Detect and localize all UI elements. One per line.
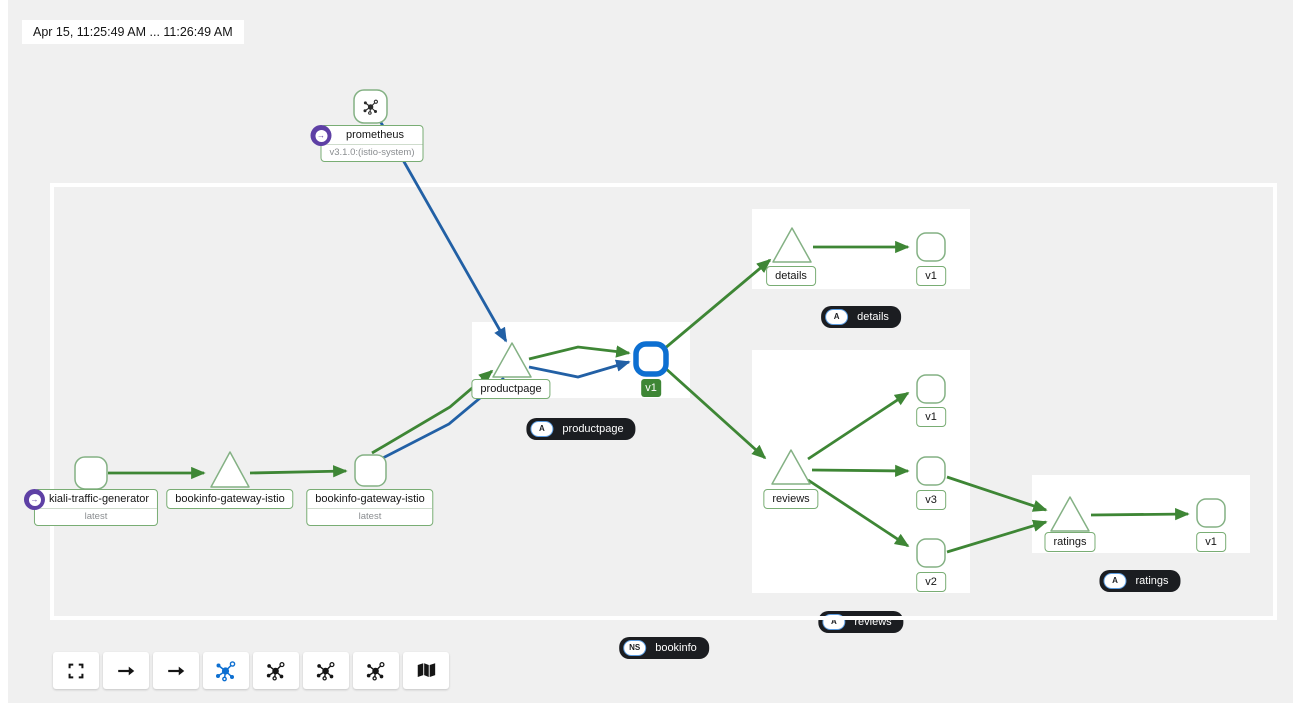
namespace-badge-bookinfo[interactable]: NS bookinfo [619, 637, 709, 659]
node-reviews-service-triangle[interactable] [771, 449, 811, 485]
edge-reviews-service-to-v2[interactable] [807, 478, 910, 548]
label-gateway-service[interactable]: bookinfo-gateway-istio [166, 489, 294, 509]
root-badge-icon: → [310, 125, 332, 146]
label-ratings-service[interactable]: ratings [1044, 532, 1096, 552]
topology-icon [265, 660, 287, 682]
app-badge-reviews[interactable]: A reviews [818, 611, 904, 633]
expand-icon [65, 660, 87, 682]
edge-gateway-service-to-workload[interactable] [249, 465, 348, 478]
layout-option-1-button-active[interactable] [203, 652, 249, 689]
app-badge-ratings[interactable]: A ratings [1099, 570, 1181, 592]
label-details-service[interactable]: details [766, 266, 816, 286]
layout-option-2-button[interactable] [253, 652, 299, 689]
edge-ratings-service-to-v1[interactable] [1090, 507, 1190, 521]
label-gateway-workload[interactable]: bookinfo-gateway-istio latest [306, 489, 434, 526]
edge-reviews-v3-to-ratings-service[interactable] [946, 475, 1048, 512]
node-productpage-v1-workload-selected[interactable] [633, 341, 669, 377]
namespace-box-bottom-border [52, 616, 1275, 620]
label-details-v1[interactable]: v1 [916, 266, 946, 286]
edge-productpage-v1-to-reviews-service[interactable] [663, 365, 767, 460]
edge-productpage-v1-to-details-service[interactable] [663, 258, 772, 351]
edge-productpage-service-to-v1-http[interactable] [528, 345, 631, 361]
map-icon [415, 660, 437, 682]
node-details-v1-workload[interactable] [916, 232, 946, 262]
root-badge-icon: → [23, 489, 45, 510]
node-ratings-service-triangle[interactable] [1050, 496, 1090, 532]
topology-icon [315, 660, 337, 682]
edge-reviews-v2-to-ratings-service[interactable] [946, 519, 1048, 554]
app-badge-details[interactable]: A details [821, 306, 901, 328]
edge-reviews-service-to-v1[interactable] [807, 391, 910, 461]
app-badge-abbr: A [825, 309, 849, 325]
node-traffic-generator-workload[interactable] [74, 456, 108, 490]
app-badge-abbr: A [1103, 573, 1127, 589]
layout-option-4-button[interactable] [353, 652, 399, 689]
traffic-graph [50, 89, 1277, 620]
node-details-service-triangle[interactable] [772, 227, 812, 263]
graph-toolbar [53, 652, 449, 689]
app-badge-productpage[interactable]: A productpage [526, 418, 636, 440]
app-badge-abbr: A [530, 421, 554, 437]
namespace-badge-abbr: NS [623, 640, 647, 656]
label-reviews-v3[interactable]: v3 [916, 490, 946, 510]
time-range-label: Apr 15, 11:25:49 AM ... 11:26:49 AM [22, 20, 244, 44]
label-reviews-v2[interactable]: v2 [916, 572, 946, 592]
arrow-right-icon [115, 660, 137, 682]
arrow-option-2-button[interactable] [153, 652, 199, 689]
minimap-toggle-button[interactable] [403, 652, 449, 689]
label-productpage-v1-selected[interactable]: v1 [641, 379, 661, 397]
label-ratings-v1[interactable]: v1 [1196, 532, 1226, 552]
label-reviews-v1[interactable]: v1 [916, 407, 946, 427]
topology-icon [214, 659, 238, 683]
node-productpage-service-triangle[interactable] [492, 342, 532, 378]
arrow-option-1-button[interactable] [103, 652, 149, 689]
edge-reviews-service-to-v3[interactable] [811, 464, 910, 478]
label-traffic-generator[interactable]: → kiali-traffic-generator latest [23, 489, 159, 526]
node-reviews-v2-workload[interactable] [916, 538, 946, 568]
node-reviews-v1-workload[interactable] [916, 374, 946, 404]
node-gateway-workload[interactable] [354, 454, 387, 487]
arrow-right-icon [165, 660, 187, 682]
label-reviews-service[interactable]: reviews [763, 489, 819, 509]
label-productpage-service[interactable]: productpage [471, 379, 551, 399]
topology-icon [365, 660, 387, 682]
layout-option-3-button[interactable] [303, 652, 349, 689]
node-gateway-service-triangle[interactable] [210, 451, 250, 488]
fit-to-screen-button[interactable] [53, 652, 99, 689]
label-prometheus[interactable]: → prometheus v3.1.0:(istio-system) [310, 125, 424, 162]
namespace-box-bookinfo[interactable] [50, 183, 1277, 620]
node-ratings-v1-workload[interactable] [1196, 498, 1226, 528]
edge-productpage-service-to-v1-tcp[interactable] [528, 359, 631, 379]
node-reviews-v3-workload[interactable] [916, 456, 946, 486]
